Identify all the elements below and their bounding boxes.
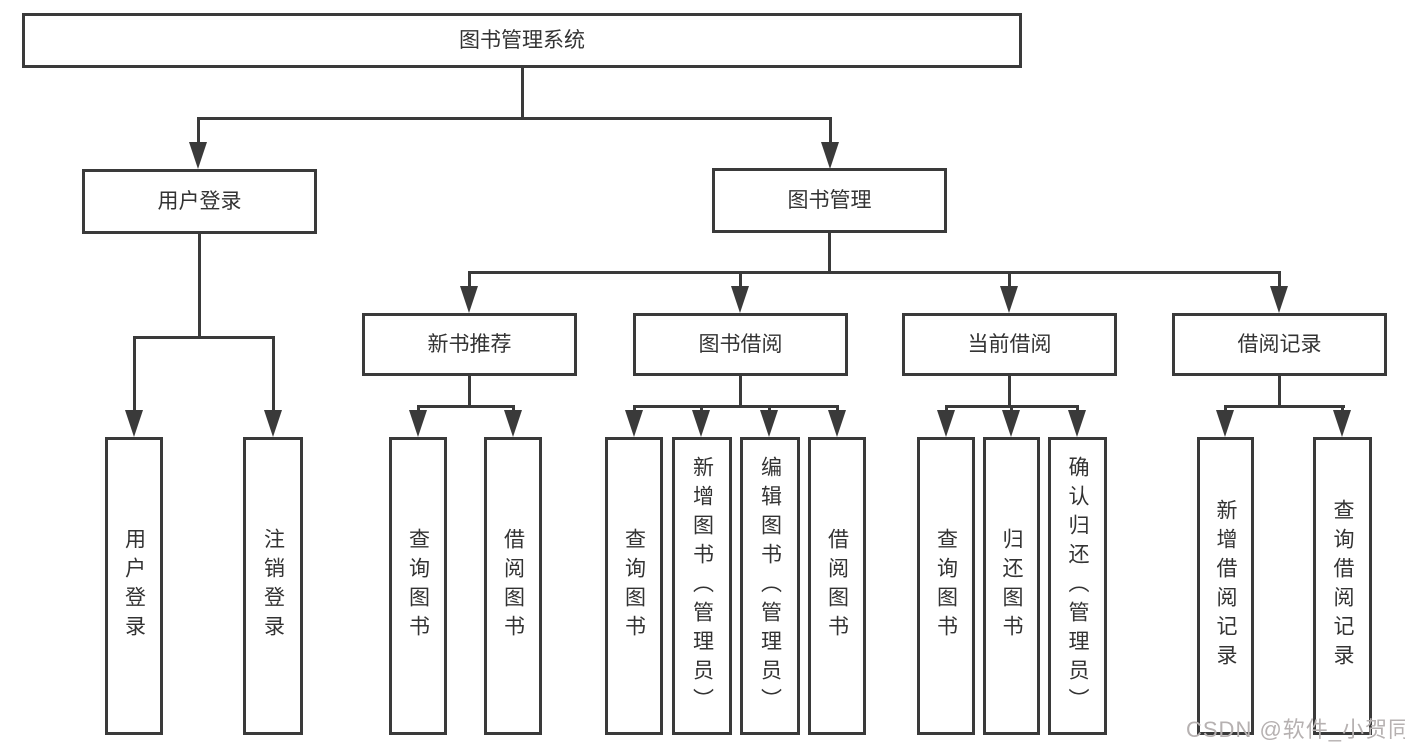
connector — [468, 271, 1281, 274]
connector — [197, 117, 832, 120]
leaf-borrow-books-recommend: 借阅图书 — [484, 437, 542, 735]
node-book-management-label: 图书管理 — [787, 188, 872, 212]
connector — [272, 337, 275, 412]
arrow-head — [692, 410, 710, 437]
leaf-add-books-admin: 新增图书（管理员） — [672, 437, 732, 735]
leaf-confirm-return-admin: 确认归还（管理员） — [1048, 437, 1107, 735]
connector — [468, 272, 471, 288]
connector — [133, 337, 136, 412]
arrow-head — [1333, 410, 1351, 437]
connector — [700, 406, 703, 413]
leaf-query-borrow-record-label: 查询借阅记录 — [1331, 499, 1355, 673]
connector — [1278, 272, 1281, 288]
connector — [521, 68, 524, 118]
connector — [1008, 376, 1011, 406]
arrow-head — [937, 410, 955, 437]
arrow-head — [409, 410, 427, 437]
connector — [133, 336, 275, 339]
leaf-query-books-borrowing: 查询图书 — [605, 437, 663, 735]
connector — [1224, 406, 1227, 413]
leaf-confirm-return-admin-label: 确认归还（管理员） — [1066, 455, 1090, 717]
leaf-query-books-borrowing-label: 查询图书 — [622, 528, 646, 644]
connector — [417, 405, 515, 408]
node-book-management: 图书管理 — [712, 168, 947, 233]
arrow-head — [828, 410, 846, 437]
leaf-logout-label: 注销登录 — [261, 528, 285, 644]
leaf-add-borrow-record: 新增借阅记录 — [1197, 437, 1254, 735]
node-new-book-recommend: 新书推荐 — [362, 313, 577, 376]
leaf-query-books-current-label: 查询图书 — [934, 528, 958, 644]
leaf-logout: 注销登录 — [243, 437, 303, 735]
arrow-head — [264, 410, 282, 437]
connector — [417, 406, 420, 413]
connector — [828, 233, 831, 272]
arrow-head — [760, 410, 778, 437]
node-user-login-label: 用户登录 — [157, 189, 242, 213]
leaf-edit-books-admin-label: 编辑图书（管理员） — [758, 455, 782, 717]
leaf-user-login: 用户登录 — [105, 437, 163, 735]
connector — [768, 406, 771, 413]
node-borrowing-records: 借阅记录 — [1172, 313, 1387, 376]
connector — [198, 234, 201, 337]
leaf-user-login-label: 用户登录 — [122, 528, 146, 644]
leaf-query-books-recommend: 查询图书 — [389, 437, 447, 735]
connector — [945, 406, 948, 413]
node-book-borrowing-label: 图书借阅 — [698, 332, 783, 356]
node-root-label: 图书管理系统 — [459, 28, 585, 52]
connector — [739, 272, 742, 288]
arrow-head — [504, 410, 522, 437]
node-user-login: 用户登录 — [82, 169, 317, 234]
node-new-book-recommend-label: 新书推荐 — [427, 332, 512, 356]
connector — [1008, 272, 1011, 288]
leaf-query-borrow-record: 查询借阅记录 — [1313, 437, 1372, 735]
leaf-edit-books-admin: 编辑图书（管理员） — [740, 437, 800, 735]
arrow-head — [1000, 286, 1018, 313]
node-current-borrowing-label: 当前借阅 — [967, 332, 1052, 356]
leaf-add-books-admin-label: 新增图书（管理员） — [690, 455, 714, 717]
arrow-head — [460, 286, 478, 313]
node-borrowing-records-label: 借阅记录 — [1237, 332, 1322, 356]
leaf-add-borrow-record-label: 新增借阅记录 — [1214, 499, 1238, 673]
node-root: 图书管理系统 — [22, 13, 1022, 68]
connector — [1010, 406, 1013, 413]
connector — [836, 406, 839, 413]
leaf-query-books-recommend-label: 查询图书 — [406, 528, 430, 644]
connector — [829, 118, 832, 144]
connector — [1341, 406, 1344, 413]
leaf-borrow-books-recommend-label: 借阅图书 — [501, 528, 525, 644]
connector — [633, 406, 636, 413]
arrow-head — [1216, 410, 1234, 437]
leaf-return-books-label: 归还图书 — [1000, 528, 1024, 644]
csdn-watermark: CSDN @软件_小贺同学 — [1186, 717, 1405, 742]
arrow-head — [1068, 410, 1086, 437]
arrow-head — [1270, 286, 1288, 313]
connector — [1278, 376, 1281, 406]
connector — [633, 405, 839, 408]
connector — [197, 118, 200, 144]
arrow-head — [125, 410, 143, 437]
leaf-borrow-books-borrowing-label: 借阅图书 — [825, 528, 849, 644]
node-book-borrowing: 图书借阅 — [633, 313, 848, 376]
arrow-head — [821, 142, 839, 169]
connector — [1076, 406, 1079, 413]
connector — [739, 376, 742, 406]
arrow-head — [1002, 410, 1020, 437]
connector — [468, 376, 471, 406]
leaf-return-books: 归还图书 — [983, 437, 1040, 735]
arrow-head — [189, 142, 207, 169]
leaf-query-books-current: 查询图书 — [917, 437, 975, 735]
node-current-borrowing: 当前借阅 — [902, 313, 1117, 376]
arrow-head — [731, 286, 749, 313]
connector — [1224, 405, 1345, 408]
arrow-head — [625, 410, 643, 437]
connector — [512, 406, 515, 413]
leaf-borrow-books-borrowing: 借阅图书 — [808, 437, 866, 735]
